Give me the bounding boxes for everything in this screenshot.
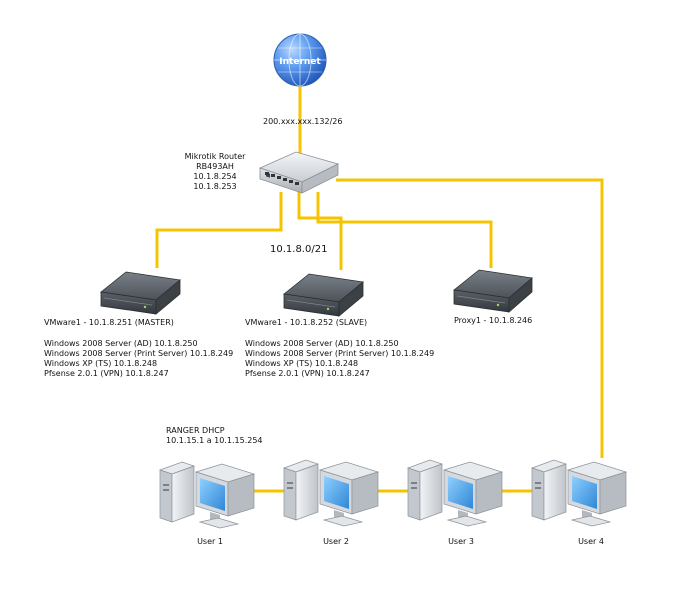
dhcp-range: 10.1.15.1 a 10.1.15.254 xyxy=(166,436,263,445)
server-icon xyxy=(100,271,181,315)
server-1-label: VMware1 - 10.1.8.251 (MASTER) Windows 20… xyxy=(44,318,233,379)
computer-icon xyxy=(283,459,379,527)
link-router-user4 xyxy=(336,178,604,458)
router-label: Mikrotik Router RB493AH 10.1.8.254 10.1.… xyxy=(185,152,246,192)
computer-icon xyxy=(407,459,503,527)
computer-icon xyxy=(159,461,255,529)
user-2-label: User 2 xyxy=(323,537,349,546)
router-ip-1: 10.1.8.254 xyxy=(193,172,237,181)
server-1-vm: Windows 2008 Server (AD) 10.1.8.250 xyxy=(44,339,198,348)
server-2-title: VMware1 - 10.1.8.252 (SLAVE) xyxy=(245,318,368,327)
router-name: Mikrotik Router xyxy=(184,152,246,161)
router-ip-2: 10.1.8.253 xyxy=(193,182,237,191)
server-2-vm: Windows XP (TS) 10.1.8.248 xyxy=(245,359,359,368)
link-router-server2 xyxy=(297,192,343,270)
server-1-title: VMware1 - 10.1.8.251 (MASTER) xyxy=(44,318,174,327)
router-icon xyxy=(258,151,340,194)
user-1-label: User 1 xyxy=(197,537,223,546)
user-4-label: User 4 xyxy=(578,537,604,546)
link-router-server1 xyxy=(155,192,283,268)
server-2-label: VMware1 - 10.1.8.252 (SLAVE) Windows 200… xyxy=(245,318,434,379)
network-label: 10.1.8.0/21 xyxy=(270,244,328,255)
internet-label: Internet xyxy=(279,57,321,67)
dhcp-title: RANGER DHCP xyxy=(166,426,225,435)
server-1-vm: Windows 2008 Server (Print Server) 10.1.… xyxy=(44,349,234,358)
server-1-vm: Pfsense 2.0.1 (VPN) 10.1.8.247 xyxy=(44,369,169,378)
server-icon xyxy=(283,273,364,317)
server-icon xyxy=(453,269,533,313)
dhcp-label: RANGER DHCP 10.1.15.1 a 10.1.15.254 xyxy=(166,426,263,446)
server-2-vm: Windows 2008 Server (AD) 10.1.8.250 xyxy=(245,339,399,348)
server-2-vm: Windows 2008 Server (Print Server) 10.1.… xyxy=(245,349,435,358)
computer-icon xyxy=(531,459,627,527)
link-router-proxy xyxy=(316,192,493,268)
user-3-label: User 3 xyxy=(448,537,474,546)
server-1-vm: Windows XP (TS) 10.1.8.248 xyxy=(44,359,158,368)
server-3-title: Proxy1 - 10.1.8.246 xyxy=(454,316,533,325)
internet-ip-label: 200.xxx.xxx.132/26 xyxy=(263,117,343,126)
link-group xyxy=(155,85,604,493)
server-2-vm: Pfsense 2.0.1 (VPN) 10.1.8.247 xyxy=(245,369,370,378)
globe-icon: Internet xyxy=(273,33,327,87)
router-model: RB493AH xyxy=(196,162,234,171)
